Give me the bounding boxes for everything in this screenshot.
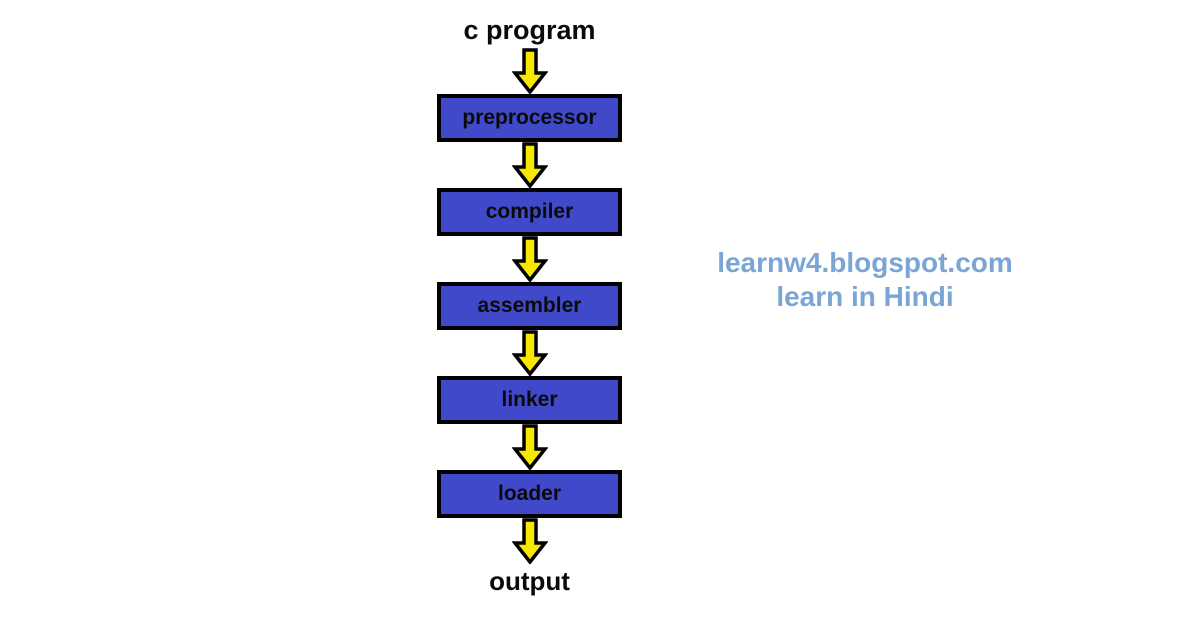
- stage-linker: linker: [437, 376, 622, 424]
- watermark-tagline: learn in Hindi: [776, 281, 954, 312]
- stage-label: linker: [501, 388, 558, 411]
- flow-start-label: c program: [463, 15, 596, 45]
- flow-end-label: output: [489, 566, 570, 596]
- stage-preprocessor: preprocessor: [437, 94, 622, 142]
- watermark: learnw4.blogspot.com learn in Hindi: [695, 246, 1035, 314]
- down-arrow-icon: [511, 236, 548, 282]
- compilation-flowchart: c program preprocessor compiler assemble…: [437, 12, 622, 600]
- stage-loader: loader: [437, 470, 622, 518]
- down-arrow-icon: [511, 48, 548, 94]
- stage-label: preprocessor: [462, 106, 597, 129]
- down-arrow-icon: [511, 424, 548, 470]
- down-arrow-icon: [511, 330, 548, 376]
- watermark-site-url: learnw4.blogspot.com: [717, 247, 1013, 278]
- stage-label: assembler: [477, 294, 582, 317]
- stage-compiler: compiler: [437, 188, 622, 236]
- stage-label: loader: [497, 482, 562, 505]
- stage-assembler: assembler: [437, 282, 622, 330]
- down-arrow-icon: [511, 142, 548, 188]
- stage-label: compiler: [485, 200, 574, 223]
- down-arrow-icon: [511, 518, 548, 564]
